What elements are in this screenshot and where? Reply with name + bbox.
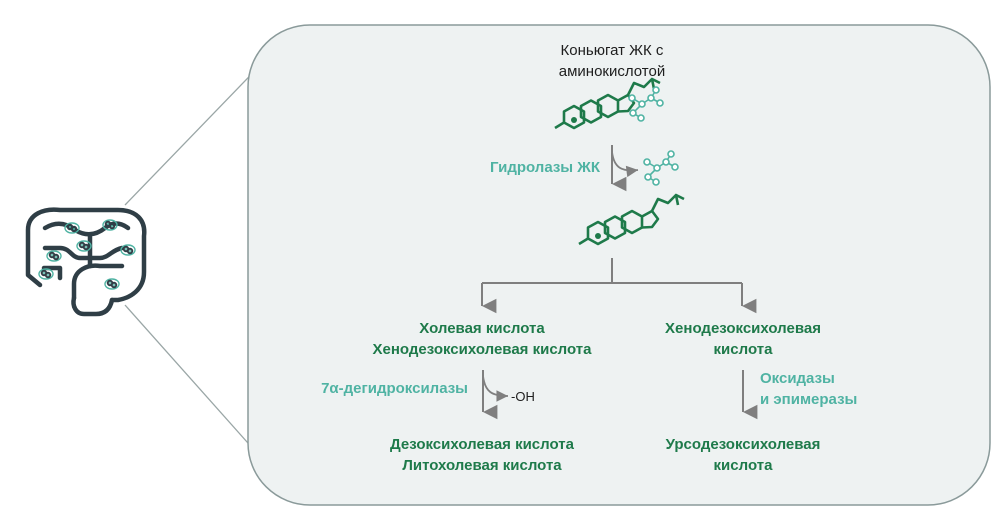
dehydroxylase-label: 7α-дегидроксилазы [321, 380, 468, 397]
conjugate-label-line1: Коньюгат ЖК с [560, 42, 664, 59]
conjugate-label-line2: аминокислотой [558, 63, 666, 80]
right-product-label: Хенодезоксихолевая кислота [643, 318, 843, 360]
right-result-line1: Урсодезоксихолевая [665, 436, 821, 453]
oxidase-label-line1: Оксидазы [760, 370, 835, 387]
right-result-line2: кислота [713, 457, 773, 474]
right-product-line2: кислота [713, 341, 773, 358]
hydrolase-label: Гидролазы ЖК [489, 159, 600, 176]
oxidase-label-line2: и эпимеразы [760, 391, 858, 408]
intestine-icon [25, 207, 147, 317]
zoom-line-top [124, 52, 273, 206]
left-result-line1: Дезоксихолевая кислота [390, 436, 574, 453]
hydrolase-release-arrow [611, 151, 639, 178]
pathway-panel [247, 24, 991, 506]
left-result-line2: Литохолевая кислота [402, 457, 562, 474]
right-result-label: Урсодезоксихолевая кислота [643, 434, 843, 476]
oh-release-arrow [482, 375, 509, 402]
oh-group-label: -OH [511, 389, 535, 404]
right-product-line1: Хенодезоксихолевая [665, 320, 821, 337]
conjugate-label: Коньюгат ЖК с аминокислотой [512, 40, 712, 82]
left-product-line2: Хенодезоксихолевая кислота [372, 341, 592, 358]
left-result-label: Дезоксихолевая кислота Литохолевая кисло… [362, 434, 602, 476]
oxidase-label: Оксидазы и эпимеразы [760, 368, 890, 410]
left-product-line1: Холевая кислота [419, 320, 545, 337]
left-product-label: Холевая кислота Хенодезоксихолевая кисло… [372, 318, 592, 360]
